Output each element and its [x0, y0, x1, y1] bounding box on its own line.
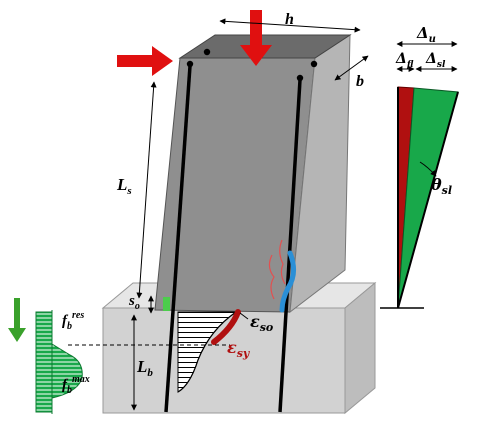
horizontal-load-arrow: [117, 46, 173, 76]
label-fb-res: fbres: [62, 310, 84, 332]
rebar-dot: [310, 60, 318, 68]
rebar-dot: [296, 74, 304, 82]
strain-pointer-line: [239, 312, 249, 320]
rotated-axis-line: [397, 91, 459, 309]
bond-direction-arrow: [8, 298, 26, 342]
vertical-load-arrow: [240, 10, 272, 66]
label-h: h: [285, 11, 294, 28]
rebar-dot: [186, 60, 194, 68]
label-delta-sl: Δsl: [425, 51, 446, 70]
label-delta-fl: Δfl: [395, 51, 414, 70]
theta-arc: [419, 161, 437, 177]
yield-strain-curve: [211, 309, 241, 345]
slip-blue-marker: [279, 250, 296, 313]
crack-lines: [268, 239, 286, 300]
label-ls: Ls: [116, 175, 132, 197]
label-so: so: [128, 293, 140, 312]
rebar-dot: [203, 48, 211, 56]
label-b: b: [356, 73, 364, 90]
dimension-ls-line: [136, 81, 157, 299]
dimension-h-line: [219, 18, 361, 33]
rebar-right: [278, 79, 302, 413]
label-theta-sl: θsl: [431, 175, 452, 197]
label-eps-sy: εsy: [227, 338, 251, 360]
label-delta-u: Δu: [416, 24, 436, 45]
dimension-b-line: [334, 55, 369, 81]
label-fb-max: fbmax: [62, 374, 90, 396]
label-eps-so: εso: [250, 312, 273, 334]
slip-green-marker: [163, 297, 170, 311]
bond-stress-profile: [35, 311, 83, 413]
strain-curve: [177, 311, 237, 393]
footing-front-face: [102, 307, 346, 414]
rebar-left: [164, 65, 192, 413]
label-lb: Lb: [136, 357, 153, 379]
